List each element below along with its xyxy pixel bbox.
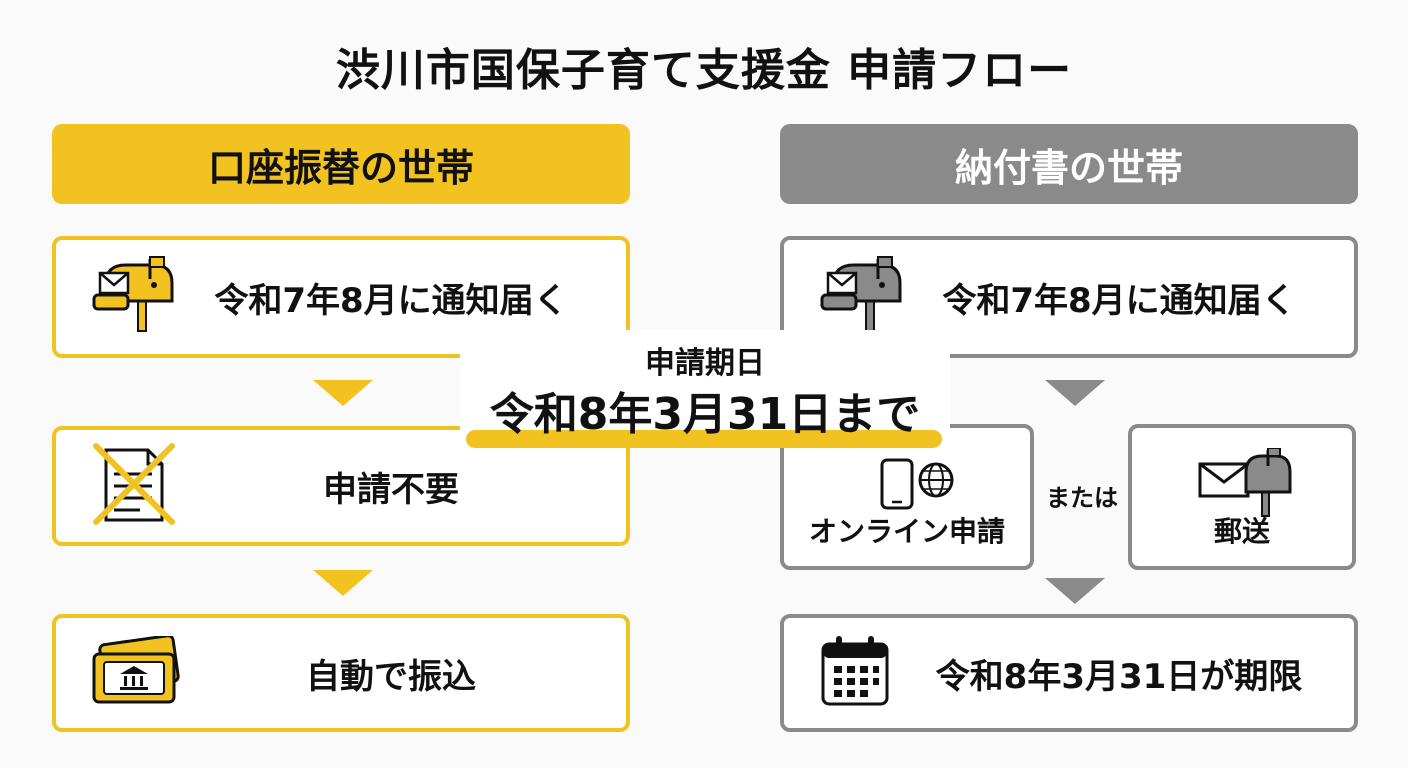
page-title: 渋川市国保子育て支援金 申請フロー <box>335 45 1073 96</box>
right-step-deadline: 令和8年3月31日が期限 <box>780 614 1358 732</box>
left-step-notice: 令和7年8月に通知届く <box>52 236 630 358</box>
left-step-no-application-label: 申請不要 <box>323 469 459 510</box>
or-text: または <box>1046 484 1118 512</box>
header-payment-slip: 納付書の世帯 <box>780 124 1358 204</box>
right-arrow-2 <box>1045 578 1105 604</box>
left-step-auto-transfer-label: 自動で振込 <box>306 656 476 697</box>
option-mail-label: 郵送 <box>1213 515 1270 548</box>
deadline-heading: 申請期日 <box>645 346 765 381</box>
mailbox-icon <box>92 255 176 339</box>
option-online-label: オンライン申請 <box>808 515 1005 548</box>
left-step-notice-label: 令和7年8月に通知届く <box>214 280 568 321</box>
deadline-callout: 申請期日 令和8年3月31日まで <box>460 330 950 448</box>
deadline-date: 令和8年3月31日まで <box>489 389 921 440</box>
smartphone-globe-icon <box>880 458 956 514</box>
option-online: オンライン申請 <box>780 424 1034 570</box>
right-step-notice: 令和7年8月に通知届く <box>780 236 1358 358</box>
crossed-document-icon <box>92 442 176 530</box>
left-step-auto-transfer: 自動で振込 <box>52 614 630 732</box>
right-step-notice-label: 令和7年8月に通知届く <box>942 280 1296 321</box>
header-bank-transfer: 口座振替の世帯 <box>52 124 630 204</box>
mailbox-icon <box>820 255 904 339</box>
deadline-highlight <box>466 430 942 448</box>
bank-card-icon <box>92 634 180 710</box>
left-arrow-1 <box>313 380 373 406</box>
right-step-deadline-label: 令和8年3月31日が期限 <box>935 656 1303 697</box>
envelope-mailbox-icon <box>1198 447 1294 522</box>
right-arrow-1 <box>1045 380 1105 406</box>
calendar-icon <box>820 634 890 712</box>
left-arrow-2 <box>313 570 373 596</box>
option-mail: 郵送 <box>1128 424 1356 570</box>
